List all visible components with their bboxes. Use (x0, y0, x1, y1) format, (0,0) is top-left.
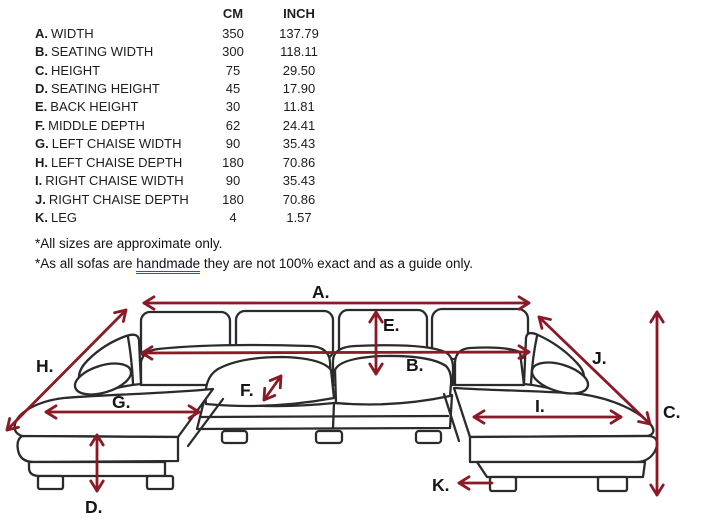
row-cm: 30 (225, 99, 241, 115)
row-key: G. (35, 136, 49, 152)
row-cm: 4 (229, 210, 237, 226)
dimension-label-c: C. (663, 402, 681, 422)
row-cm: 90 (225, 173, 241, 189)
table-row: I.RIGHT CHAISE WIDTH 90 35.43 (35, 172, 332, 190)
sofa-diagram: A. B. C. D. E. F. G. H. I. J. K. (5, 283, 681, 517)
dimension-labels: A. B. C. D. E. F. G. H. I. J. K. (36, 283, 681, 517)
dimension-label-h: H. (36, 356, 54, 376)
row-key: F. (35, 117, 46, 133)
dimension-label-j: J. (592, 348, 607, 368)
sofa-leg (36, 474, 65, 491)
right-chaise-base (475, 460, 647, 479)
dimension-label-f: F. (240, 380, 254, 400)
dimensions-table: CM INCH A.WIDTH 350 137.79 B.SEATING WID… (35, 3, 332, 227)
row-cm: 180 (222, 154, 244, 170)
row-inch: 29.50 (282, 62, 316, 78)
row-inch: 118.11 (280, 44, 318, 60)
header-inch: INCH (283, 6, 315, 21)
row-inch: 70.86 (282, 154, 316, 170)
table-row: J.RIGHT CHAISE DEPTH 180 70.86 (35, 190, 332, 208)
dimension-arrow-f (262, 374, 283, 402)
row-inch: 24.41 (282, 117, 316, 133)
left-junction-seam (186, 397, 225, 448)
note-line-1: *All sizes are approximate only. (35, 236, 223, 251)
table-row: K.LEG 4 1.57 (35, 208, 332, 226)
dimension-arrows (5, 295, 665, 497)
row-label: LEG (51, 210, 78, 226)
handmade-underlined-word: handmade (136, 256, 201, 274)
sofa-leg (414, 429, 443, 445)
row-label: WIDTH (51, 25, 94, 41)
dimension-label-a: A. (312, 283, 330, 302)
row-inch: 35.43 (282, 173, 316, 189)
row-inch: 17.90 (282, 81, 316, 97)
sofa-rail-seam (198, 414, 450, 419)
row-key: K. (35, 210, 48, 226)
row-cm: 62 (225, 117, 241, 133)
row-inch: 70.86 (282, 191, 316, 207)
note-line-2: *As all sofas are handmade they are not … (35, 254, 473, 274)
right-chaise-front (468, 434, 659, 464)
row-key: A. (35, 25, 48, 41)
right-armrest-seam (529, 334, 539, 386)
row-key: B. (35, 44, 48, 60)
row-inch: 1.57 (286, 210, 312, 226)
row-inch: 137.79 (279, 25, 319, 41)
dimension-arrow-h (5, 308, 128, 432)
sofa-rail-seam (331, 401, 336, 430)
right-chaise-surface (452, 386, 655, 439)
sofa-leg (596, 475, 629, 493)
dimension-label-k: K. (432, 475, 450, 495)
row-label: SEATING WIDTH (51, 44, 154, 60)
table-row: H.LEFT CHAISE DEPTH 180 70.86 (35, 153, 332, 171)
row-cm: 75 (225, 62, 241, 78)
row-label: LEFT CHAISE WIDTH (51, 136, 182, 152)
row-key: J. (35, 191, 46, 207)
dimension-arrow-j (537, 315, 652, 426)
row-cm: 180 (222, 191, 244, 207)
dimension-arrow-b (140, 344, 531, 361)
sofa-seat-cushion (333, 354, 453, 406)
sofa-leg (314, 429, 344, 445)
sofa-leg (488, 475, 518, 493)
row-key: D. (35, 81, 48, 97)
sofa-leg (145, 474, 175, 491)
row-key: H. (35, 154, 48, 170)
dimension-label-e: E. (383, 315, 400, 335)
right-junction-seam (442, 392, 461, 443)
row-cm: 45 (225, 81, 241, 97)
table-row: B.SEATING WIDTH 300 118.11 (35, 42, 332, 60)
row-cm: 90 (225, 136, 241, 152)
table-row: C.HEIGHT 75 29.50 (35, 61, 332, 79)
row-label: RIGHT CHAISE DEPTH (48, 191, 189, 207)
row-label: RIGHT CHAISE WIDTH (45, 173, 184, 189)
header-cm: CM (222, 6, 244, 21)
table-row: G.LEFT CHAISE WIDTH 90 35.43 (35, 135, 332, 153)
table-row: F.MIDDLE DEPTH 62 24.41 (35, 116, 332, 134)
dimension-label-i: I. (535, 396, 545, 416)
row-label: MIDDLE DEPTH (48, 117, 145, 133)
left-armrest-seam (126, 335, 135, 386)
dimension-label-d: D. (85, 497, 103, 517)
row-key: E. (35, 99, 48, 115)
sofa-leg (220, 429, 249, 445)
row-label: HEIGHT (51, 62, 101, 78)
row-label: SEATING HEIGHT (51, 81, 160, 97)
table-row: D.SEATING HEIGHT 45 17.90 (35, 79, 332, 97)
table-row: E.BACK HEIGHT 30 11.81 (35, 98, 332, 116)
dimension-label-b: B. (406, 355, 424, 375)
row-label: BACK HEIGHT (50, 99, 139, 115)
row-cm: 350 (222, 25, 244, 41)
row-inch: 11.81 (283, 99, 315, 115)
row-key: C. (35, 62, 48, 78)
row-inch: 35.43 (282, 136, 316, 152)
row-cm: 300 (222, 44, 244, 60)
table-header-row: CM INCH (35, 3, 332, 24)
row-key: I. (35, 173, 43, 189)
row-label: LEFT CHAISE DEPTH (51, 154, 183, 170)
dimension-label-g: G. (112, 392, 130, 412)
table-row: A.WIDTH 350 137.79 (35, 24, 332, 42)
size-notes: *All sizes are approximate only. *As all… (35, 234, 473, 274)
